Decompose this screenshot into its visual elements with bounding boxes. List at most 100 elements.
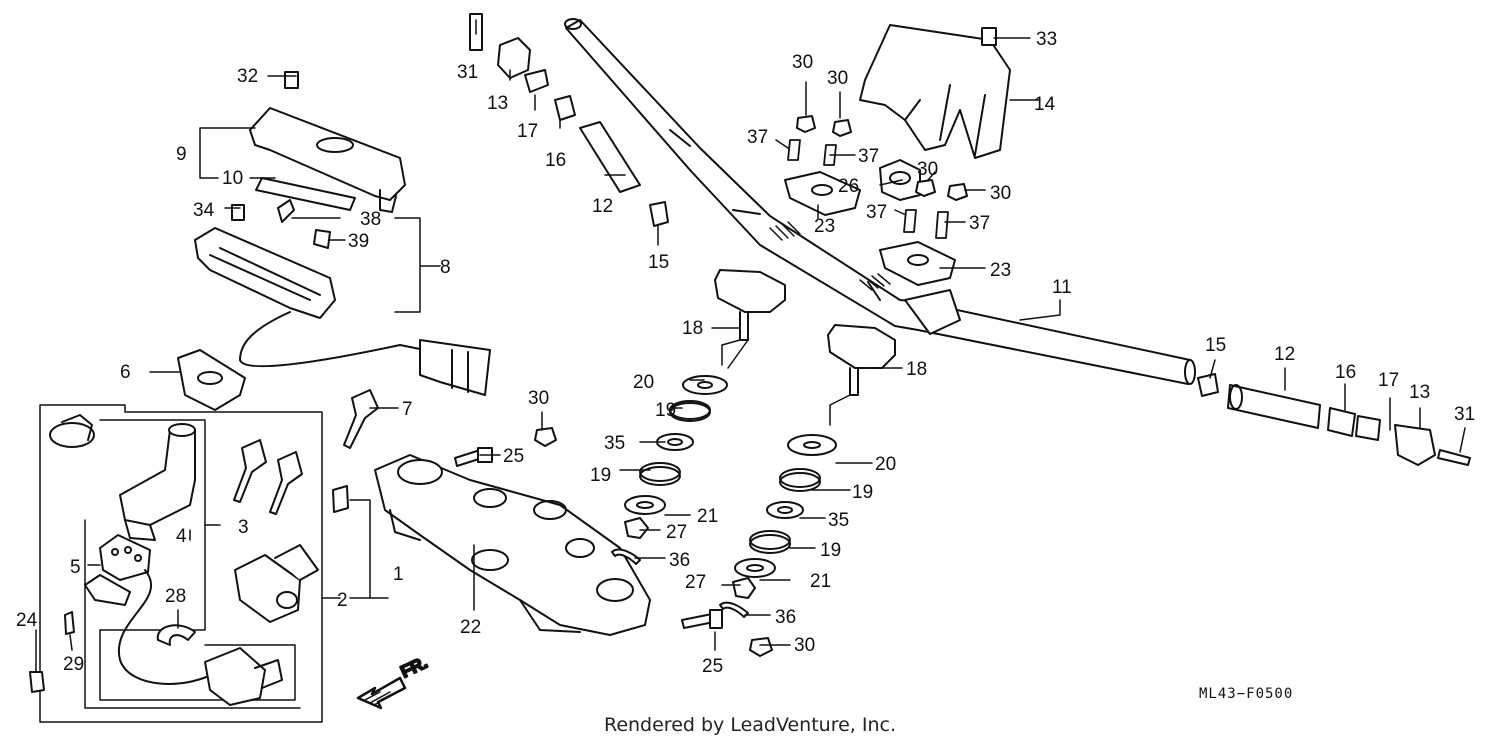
callout-17-right: 17 — [1378, 370, 1399, 391]
callout-10: 10 — [222, 168, 243, 189]
callout-35-left: 35 — [604, 433, 625, 454]
switch-contact-base — [99, 534, 151, 581]
bracket — [177, 349, 246, 411]
callout-14: 14 — [1034, 94, 1056, 115]
callout-23-upper: 23 — [814, 216, 835, 237]
ignition-switch-body — [119, 423, 196, 541]
callout-30-c: 30 — [792, 52, 813, 73]
callout-28: 28 — [165, 586, 186, 607]
callout-30-a: 30 — [528, 388, 549, 409]
callout-33: 33 — [1036, 29, 1057, 50]
callout-20-right: 20 — [875, 454, 896, 475]
cotter-pin-right — [719, 601, 749, 618]
plate — [332, 485, 349, 513]
callout-9: 9 — [176, 144, 187, 165]
callout-19-b: 19 — [590, 465, 611, 486]
handlebar — [564, 18, 1196, 385]
bolt-33 — [981, 27, 997, 46]
bolt-32 — [284, 71, 299, 89]
callout-20-left: 20 — [633, 372, 654, 393]
callout-30-e: 30 — [917, 159, 938, 180]
callout-1: 1 — [393, 564, 404, 585]
lock-cylinder — [234, 544, 319, 623]
callout-16-right: 16 — [1335, 362, 1356, 383]
key-blank — [343, 389, 379, 449]
leader-lines — [35, 19, 1466, 673]
callout-13-right: 13 — [1409, 382, 1430, 403]
right-grip-parts — [1197, 373, 1471, 466]
callout-7: 7 — [402, 399, 413, 420]
callout-27-left: 27 — [666, 522, 687, 543]
callout-6: 6 — [120, 362, 131, 383]
callout-2: 2 — [337, 590, 348, 611]
callout-12-left: 12 — [592, 196, 613, 217]
wire-clamp — [156, 624, 196, 646]
callout-5: 5 — [70, 557, 81, 578]
credit-line: Rendered by LeadVenture, Inc. — [603, 714, 897, 736]
callout-37-a: 37 — [747, 127, 768, 148]
callout-30-d: 30 — [827, 68, 848, 89]
steering-top-bridge — [374, 454, 651, 636]
callout-34: 34 — [193, 200, 215, 221]
callout-21-right: 21 — [810, 571, 831, 592]
callout-25-left: 25 — [503, 446, 524, 467]
screw-29 — [64, 611, 75, 635]
callout-18-left: 18 — [682, 318, 703, 339]
upper-holder-left — [714, 269, 786, 369]
callout-19-c: 19 — [852, 482, 873, 503]
left-grip-parts — [469, 13, 669, 227]
callout-12-right: 12 — [1274, 344, 1295, 365]
switch-lower-plate — [84, 574, 131, 606]
callout-38: 38 — [360, 209, 381, 230]
seal — [255, 177, 356, 211]
callout-37-b: 37 — [858, 146, 879, 167]
callout-4: 4 — [176, 526, 187, 547]
callout-32: 32 — [237, 66, 258, 87]
callout-37-c: 37 — [866, 202, 887, 223]
callout-24: 24 — [16, 610, 38, 631]
callout-23-lower: 23 — [990, 260, 1011, 281]
fuse-39 — [313, 229, 331, 249]
callout-35-right: 35 — [828, 510, 849, 531]
upper-holder-right — [827, 324, 896, 426]
bolt-25-left — [454, 447, 493, 467]
callout-18-right: 18 — [906, 359, 927, 380]
callout-13-left: 13 — [487, 93, 508, 114]
switch-connector — [204, 647, 283, 706]
callout-8: 8 — [440, 257, 451, 278]
callout-27-right: 27 — [685, 572, 706, 593]
callout-11: 11 — [1052, 277, 1072, 298]
callout-15-right: 15 — [1205, 335, 1226, 356]
nuts-30 — [534, 115, 968, 657]
callout-36-left: 36 — [669, 550, 690, 571]
callout-26: 26 — [838, 176, 859, 197]
fuse-38 — [277, 199, 295, 223]
screw-24 — [29, 671, 45, 693]
switch-cap — [49, 414, 95, 448]
callout-22: 22 — [460, 617, 481, 638]
callout-30-f: 30 — [990, 183, 1011, 204]
callout-labels: 1 2 3 4 5 6 7 8 9 10 11 12 12 13 13 14 1… — [16, 29, 1475, 677]
callout-29: 29 — [63, 654, 84, 675]
callout-31-right: 31 — [1454, 404, 1475, 425]
washer-stack-right — [732, 434, 837, 599]
cotter-pin-left — [611, 548, 641, 565]
holder-clamp-lower — [879, 241, 956, 286]
callout-21-left: 21 — [697, 506, 718, 527]
diagram-code: ML43−F0500 — [1199, 686, 1294, 702]
callout-30-b: 30 — [794, 635, 815, 656]
handlebar-upper-cover — [859, 24, 1011, 159]
callout-15-left: 15 — [648, 252, 669, 273]
fuse-box-assembly — [194, 227, 491, 396]
switch-wire — [117, 569, 221, 685]
callout-17-left: 17 — [517, 121, 538, 142]
callout-25-right: 25 — [702, 656, 723, 677]
callout-3: 3 — [238, 517, 249, 538]
callout-37-d: 37 — [969, 213, 990, 234]
callout-36-right: 36 — [775, 607, 796, 628]
callout-31-left: 31 — [457, 62, 478, 83]
key-pair — [233, 439, 303, 515]
callout-16-left: 16 — [545, 150, 566, 171]
